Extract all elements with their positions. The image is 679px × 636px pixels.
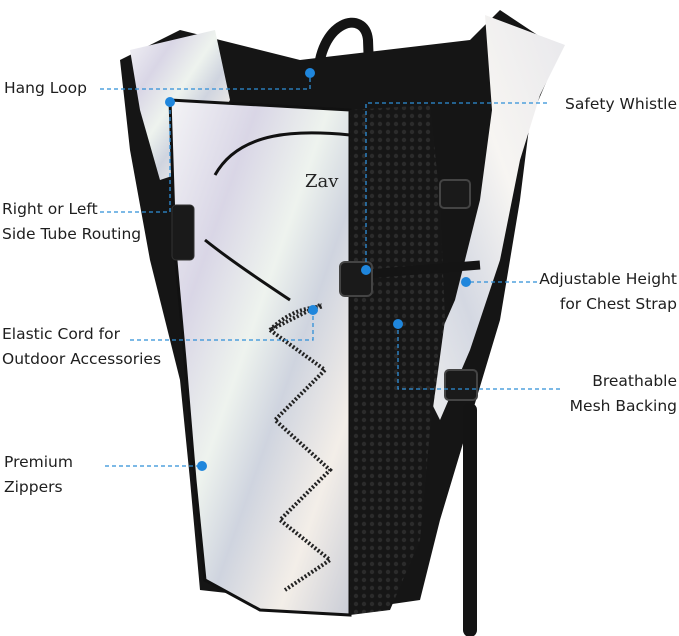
callout-side-tube-routing: Right or Left Side Tube Routing — [2, 200, 142, 243]
chest-strap — [354, 260, 481, 280]
callout-mesh-backing: Breathable Mesh Backing — [569, 372, 677, 415]
leader-lines — [100, 75, 560, 467]
zipper-top — [213, 131, 351, 176]
callout-hang-loop: Hang Loop — [4, 79, 87, 97]
side-buckle — [171, 204, 195, 261]
callout-dots — [165, 68, 471, 471]
callout-safety-whistle: Safety Whistle — [565, 95, 677, 113]
chest-strap-slider — [439, 179, 471, 209]
elastic-cord — [266, 303, 334, 592]
callout-chest-strap: Adjustable Height for Chest Strap — [539, 270, 677, 313]
right-shoulder-strap — [420, 15, 565, 420]
strap-adjuster — [444, 369, 478, 401]
callout-zippers: Premium Zippers — [4, 453, 73, 496]
callout-elastic-cord: Elastic Cord for Outdoor Accessories — [2, 325, 162, 368]
zipper-side — [204, 238, 291, 302]
product-logo: Zav — [305, 171, 339, 192]
